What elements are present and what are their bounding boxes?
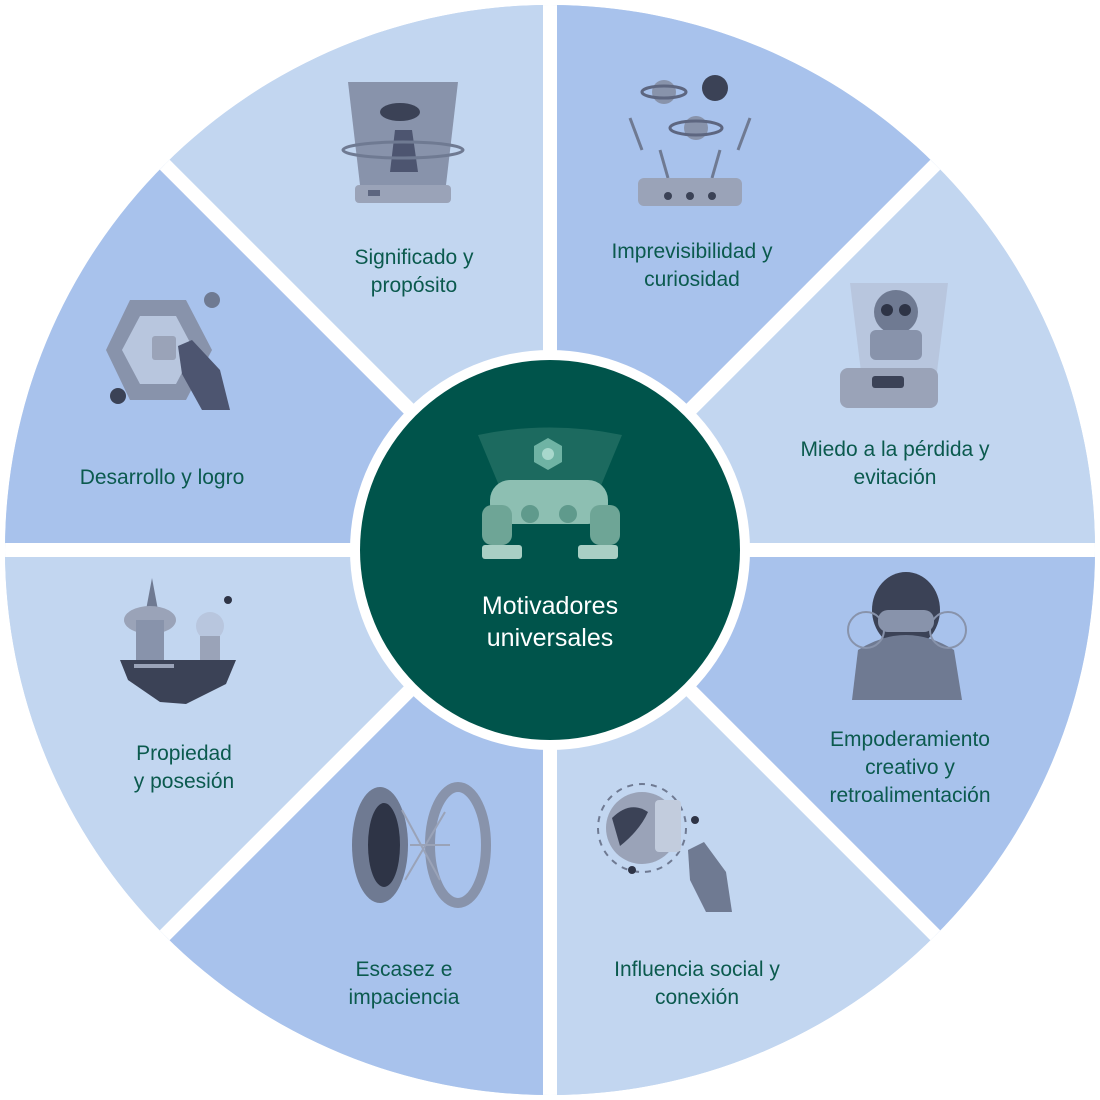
hologram-chess-icon [341,82,465,203]
label-curiosity: Imprevisibilidad y curiosidad [611,240,773,291]
label-scarcity: Escasez e impaciencia [348,958,460,1009]
label-social: Influencia social y conexión [614,958,780,1009]
floating-island-icon [120,578,236,704]
label-meaning: Significado y propósito [354,246,474,297]
globe-touch-icon [597,783,732,912]
gamepad-hologram-icon [478,427,622,559]
vr-headset-person-icon [847,572,967,700]
label-ownership: Propiedad y posesión [133,742,235,793]
portal-rings-icon [352,782,491,908]
label-empowerment: Empoderamiento creativo y retroalimentac… [829,728,991,807]
center-title: Motivadores universales [481,592,619,652]
center-circle [360,360,740,740]
label-loss: Miedo a la pérdida y evitación [800,438,990,489]
planets-projector-icon [628,75,752,206]
robot-hologram-icon [840,283,948,408]
label-development: Desarrollo y logro [79,466,245,489]
hexagon-touch-icon [106,292,230,410]
